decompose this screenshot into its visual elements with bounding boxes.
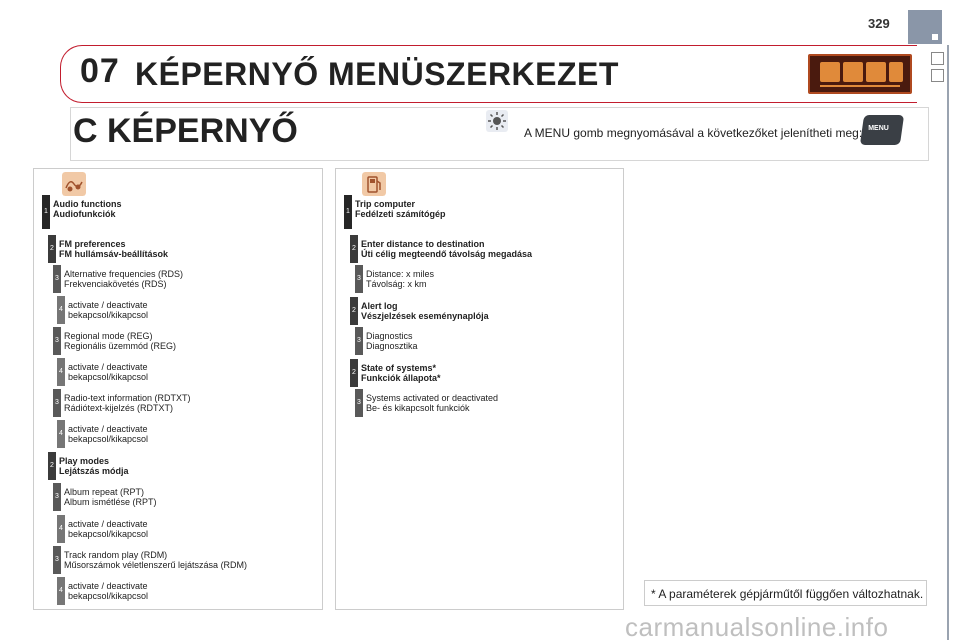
menu-entry-level-3: Regional mode (REG)Regionális üzemmód (R…	[64, 331, 176, 351]
menu-level-3-badge: 3	[53, 546, 61, 574]
menu-entry-line: Regional mode (REG)	[64, 331, 153, 341]
menu-entry-line: Play modes	[59, 456, 110, 466]
menu-entry-line: Regionális üzemmód (REG)	[64, 341, 177, 351]
menu-level-2-badge: 2	[350, 359, 358, 387]
menu-entry-line: Track random play (RDM)	[64, 550, 168, 560]
menu-entry-line: activate / deactivate	[68, 300, 148, 310]
side-tab	[908, 10, 942, 44]
menu-entry-line: State of systems*	[361, 363, 437, 373]
chapter-number: 07	[80, 52, 120, 90]
menu-level-3-badge: 3	[53, 389, 61, 417]
menu-entry-level-3: Track random play (RDM)Műsorszámok vélet…	[64, 550, 247, 570]
menu-entry-line: bekapcsol/kikapcsol	[68, 529, 149, 539]
menu-entry-line: Distance: x miles	[366, 269, 435, 279]
menu-level-3-badge: 3	[53, 483, 61, 511]
menu-display-icon	[808, 54, 912, 94]
menu-button-icon: MENU	[859, 115, 905, 145]
menu-entry-line: Album repeat (RPT)	[64, 487, 145, 497]
side-checkbox-2	[931, 69, 944, 82]
audio-functions-panel	[33, 168, 323, 610]
menu-entry-line: Műsorszámok véletlenszerű lejátszása (RD…	[64, 560, 248, 570]
menu-level-2-badge: 2	[48, 452, 56, 480]
menu-entry-line: Audiofunkciók	[53, 209, 116, 219]
section-title: C KÉPERNYŐ	[73, 112, 298, 150]
menu-entry-line: FM hullámsáv-beállítások	[59, 249, 169, 259]
menu-level-3-badge: 3	[355, 389, 363, 417]
menu-entry-line: Úti célig megteendő távolság megadása	[361, 249, 533, 259]
menu-level-1-badge: 1	[344, 195, 352, 229]
trip-computer-panel	[335, 168, 624, 610]
menu-level-4-badge: 4	[57, 296, 65, 324]
menu-level-3-badge: 3	[53, 327, 61, 355]
watermark: carmanualsonline.info	[625, 612, 889, 642]
menu-entry-line: Alternative frequencies (RDS)	[64, 269, 184, 279]
menu-level-3-badge: 3	[355, 327, 363, 355]
menu-entry-line: Album ismétlése (RPT)	[64, 497, 157, 507]
menu-entry-line: Távolság: x km	[366, 279, 427, 289]
menu-entry-line: Radio-text information (RDTXT)	[64, 393, 191, 403]
menu-entry-line: bekapcsol/kikapcsol	[68, 434, 149, 444]
menu-entry-line: Lejátszás módja	[59, 466, 129, 476]
menu-entry-line: Frekvenciakövetés (RDS)	[64, 279, 167, 289]
menu-entry-line: FM preferences	[59, 239, 126, 249]
menu-entry-line: Funkciók állapota*	[361, 373, 441, 383]
menu-entry-line: Be- és kikapcsolt funkciók	[366, 403, 470, 413]
menu-entry-line: Vészjelzések eseménynaplója	[361, 311, 489, 321]
menu-entry-level-3: Radio-text information (RDTXT)Rádiótext-…	[64, 393, 191, 413]
menu-entry-level-2: State of systems*Funkciók állapota*	[361, 363, 441, 383]
menu-entry-line: bekapcsol/kikapcsol	[68, 591, 149, 601]
menu-entry-level-3: Alternative frequencies (RDS)Frekvenciak…	[64, 269, 183, 289]
menu-entry-line: bekapcsol/kikapcsol	[68, 372, 149, 382]
menu-instruction: A MENU gomb megnyomásával a következőket…	[524, 126, 863, 140]
trip-computer-icon	[362, 172, 386, 196]
menu-entry-line: Rádiótext-kijelzés (RDTXT)	[64, 403, 174, 413]
menu-level-3-badge: 3	[53, 265, 61, 293]
menu-entry-line: activate / deactivate	[68, 362, 148, 372]
side-checkbox-1	[931, 52, 944, 65]
menu-entry-line: Diagnostics	[366, 331, 413, 341]
menu-entry-level-3: Album repeat (RPT)Album ismétlése (RPT)	[64, 487, 157, 507]
menu-level-2-badge: 2	[350, 235, 358, 263]
menu-entry-line: activate / deactivate	[68, 424, 148, 434]
menu-level-4-badge: 4	[57, 358, 65, 386]
menu-level-3-badge: 3	[355, 265, 363, 293]
menu-level-2-badge: 2	[350, 297, 358, 325]
menu-entry-line: bekapcsol/kikapcsol	[68, 310, 149, 320]
menu-entry-line: Trip computer	[355, 199, 416, 209]
chapter-header	[60, 45, 917, 103]
menu-entry-line: Alert log	[361, 301, 398, 311]
menu-entry-line: Enter distance to destination	[361, 239, 485, 249]
page-title: KÉPERNYŐ MENÜSZERKEZET	[135, 56, 619, 92]
menu-level-4-badge: 4	[57, 420, 65, 448]
menu-entry-line: Fedélzeti számítógép	[355, 209, 446, 219]
menu-entry-line: activate / deactivate	[68, 519, 148, 529]
side-divider	[947, 45, 949, 640]
audio-icon	[62, 172, 86, 196]
page-number: 329	[868, 16, 890, 31]
footnote: * A paraméterek gépjárműtől függően vált…	[644, 580, 927, 606]
menu-entry-line: Systems activated or deactivated	[366, 393, 499, 403]
menu-level-4-badge: 4	[57, 515, 65, 543]
menu-level-4-badge: 4	[57, 577, 65, 605]
menu-level-2-badge: 2	[48, 235, 56, 263]
menu-level-1-badge: 1	[42, 195, 50, 229]
brightness-icon	[486, 110, 508, 132]
menu-entry-line: activate / deactivate	[68, 581, 148, 591]
menu-entry-line: Audio functions	[53, 199, 122, 209]
menu-entry-line: Diagnosztika	[366, 341, 418, 351]
